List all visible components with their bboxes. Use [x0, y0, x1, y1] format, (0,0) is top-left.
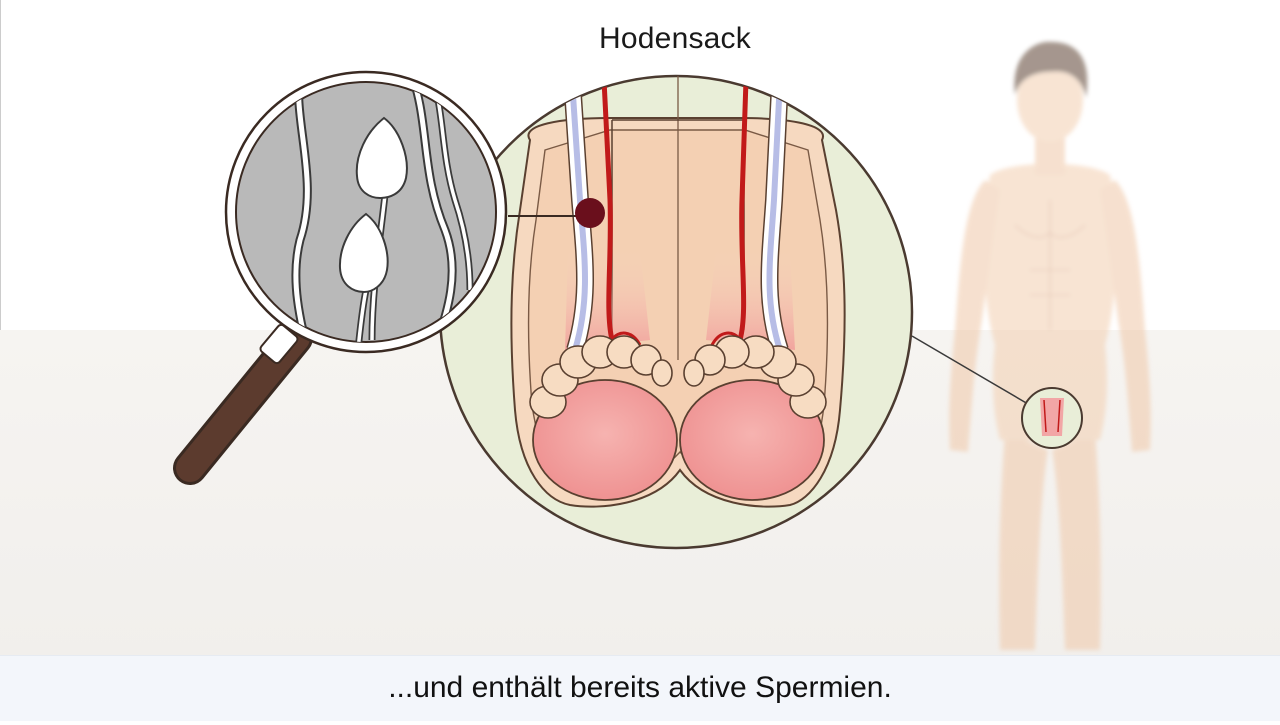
subtitle-bar	[0, 655, 1280, 721]
magnifying-glass-icon	[173, 70, 508, 485]
human-figure	[949, 41, 1151, 650]
sperm-cell-icon	[355, 116, 408, 200]
zoom-marker-dot	[575, 198, 605, 228]
inset-leader-line	[911, 335, 1029, 405]
subtitle-text: ...und enthält bereits aktive Spermien.	[388, 671, 892, 704]
sperm-cell-icon	[338, 212, 389, 294]
organ-label: Hodensack	[599, 22, 751, 55]
figure-callout-circle	[1021, 387, 1083, 449]
